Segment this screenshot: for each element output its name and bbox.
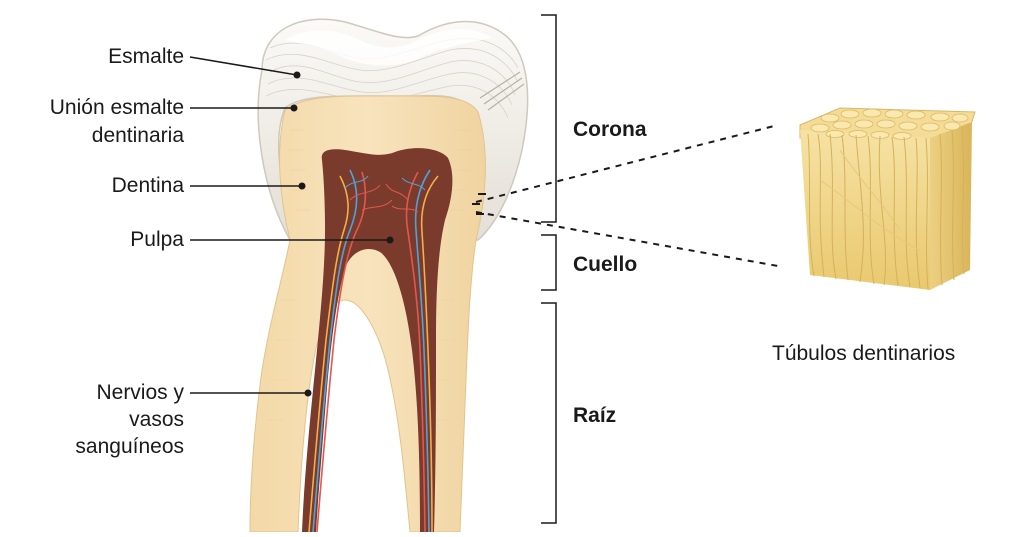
label-union-line2: dentinaria: [0, 124, 184, 148]
label-union-line1: Unión esmalte: [0, 96, 184, 120]
label-nervios-line3: sanguíneos: [0, 435, 184, 459]
tubules-block: [800, 108, 975, 290]
tubules-side: [930, 122, 972, 290]
region-cuello: Cuello: [573, 253, 637, 277]
label-pulpa: Pulpa: [60, 228, 184, 252]
tubules-caption: Túbulos dentinarios: [772, 342, 955, 366]
region-corona: Corona: [573, 118, 647, 142]
label-nervios-line2: vasos: [0, 408, 184, 432]
label-esmalte: Esmalte: [60, 45, 184, 69]
bracket-raiz: [541, 303, 556, 523]
region-raiz: Raíz: [573, 404, 616, 428]
bracket-cuello: [541, 235, 556, 290]
label-dentina: Dentina: [40, 174, 184, 198]
region-brackets: [541, 15, 556, 523]
bracket-corona: [541, 15, 556, 222]
label-nervios-line1: Nervios y: [0, 381, 184, 405]
